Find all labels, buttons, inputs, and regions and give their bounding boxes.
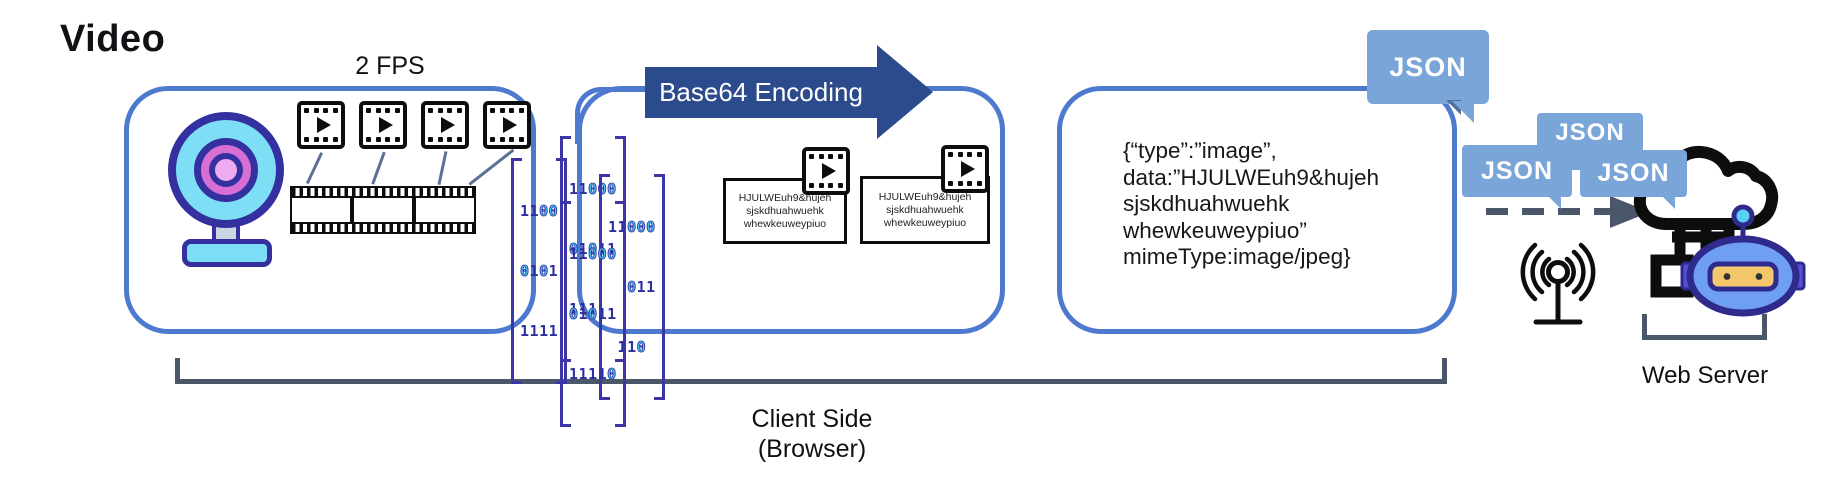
frame-card-line: sjskdhuahwuehk: [886, 203, 964, 216]
film-frame-icon: [359, 101, 407, 149]
bits-line: 1100: [520, 202, 559, 221]
film-frame-icon: [483, 101, 531, 149]
robot-icon: [1680, 204, 1806, 317]
webcam-base: [182, 239, 272, 267]
json-tag-small-right: JSON: [1580, 150, 1687, 197]
film-strip-icon: [290, 186, 476, 234]
binary-group-right: 11000 011 110: [599, 174, 665, 400]
base64-arrow-label: Base64 Encoding: [659, 77, 863, 107]
binary-group-left: 1100 0101 1111: [511, 158, 568, 384]
bits-line: 1111: [520, 322, 559, 340]
bits-line: 111: [569, 300, 598, 318]
film-frame-icon: [802, 147, 850, 195]
frame-card-line: sjskdhuahwuehk: [746, 204, 824, 217]
page-title: Video: [60, 18, 166, 60]
bits-line: 0101: [520, 262, 559, 281]
web-server-label: Web Server: [1641, 362, 1769, 389]
client-side-bracket: [175, 358, 1447, 384]
payload-line: sjskdhuahwuehk: [1123, 191, 1290, 216]
bits-line: 110: [617, 338, 647, 357]
bits-line: 11110: [569, 365, 617, 384]
bits-line: 11000: [569, 245, 617, 264]
web-server-bracket: [1642, 314, 1767, 340]
binary-group-bottom: 11000 01011 11110: [560, 201, 626, 427]
film-frame-icon: [941, 145, 989, 193]
frame-card-line: whewkeuweypiuo: [883, 216, 967, 229]
json-tag-tail: [1662, 196, 1675, 209]
json-tag-small-top: JSON: [1537, 113, 1643, 153]
payload-line: data:”HJULWEuh9&hujeh: [1123, 164, 1379, 190]
payload-line: mimeType:image/jpeg}: [1123, 244, 1351, 269]
json-tag-label: JSON: [1555, 119, 1625, 146]
client-side-label-line1: Client Side: [751, 405, 873, 433]
film-frame-icon: [297, 101, 345, 149]
webcam-lens: [168, 112, 284, 228]
dashed-arrow-segment: [1486, 208, 1508, 215]
bits-connector-line: [575, 87, 652, 144]
base64-arrow-head-icon: [877, 45, 933, 139]
broadcast-antenna-icon: [1520, 242, 1596, 325]
json-tag-large: JSON: [1367, 30, 1489, 104]
json-tag-tail: [1548, 196, 1561, 209]
bits-line: 01011: [569, 240, 617, 259]
frame-card-line: HJULWEuh9&hujeh: [878, 190, 972, 203]
client-side-label: Client Side (Browser): [662, 404, 962, 464]
frame-card-line: whewkeuweypiuo: [743, 217, 827, 230]
bits-line: 11000: [608, 218, 656, 237]
json-tag-label: JSON: [1389, 51, 1467, 82]
dashed-arrow-segment: [1522, 208, 1544, 215]
dashed-arrow-segment: [1558, 208, 1580, 215]
json-tag-small-left: JSON: [1462, 145, 1572, 197]
dashed-arrow-segment: [1594, 208, 1612, 215]
bits-line: 011: [627, 278, 656, 297]
json-tag-label: JSON: [1480, 156, 1554, 185]
payload-line: whewkeuweypiuo”: [1123, 217, 1307, 243]
payload-line: {“type”:”image”,: [1123, 138, 1277, 163]
bits-line: 01011: [569, 305, 617, 324]
client-side-label-line2: (Browser): [757, 435, 867, 463]
bits-line: 11000: [569, 180, 617, 199]
json-payload-text: {“type”:”image”, data:”HJULWEuh9&hujeh s…: [1123, 138, 1379, 271]
json-tag-tail: [1452, 101, 1474, 123]
json-payload-box: [1057, 86, 1457, 334]
json-tag-tail: [1566, 150, 1580, 170]
json-tag-label: JSON: [1597, 159, 1670, 187]
fps-label: 2 FPS: [355, 52, 425, 80]
base64-arrow: Base64 Encoding: [645, 67, 877, 118]
film-frame-icon: [421, 101, 469, 149]
